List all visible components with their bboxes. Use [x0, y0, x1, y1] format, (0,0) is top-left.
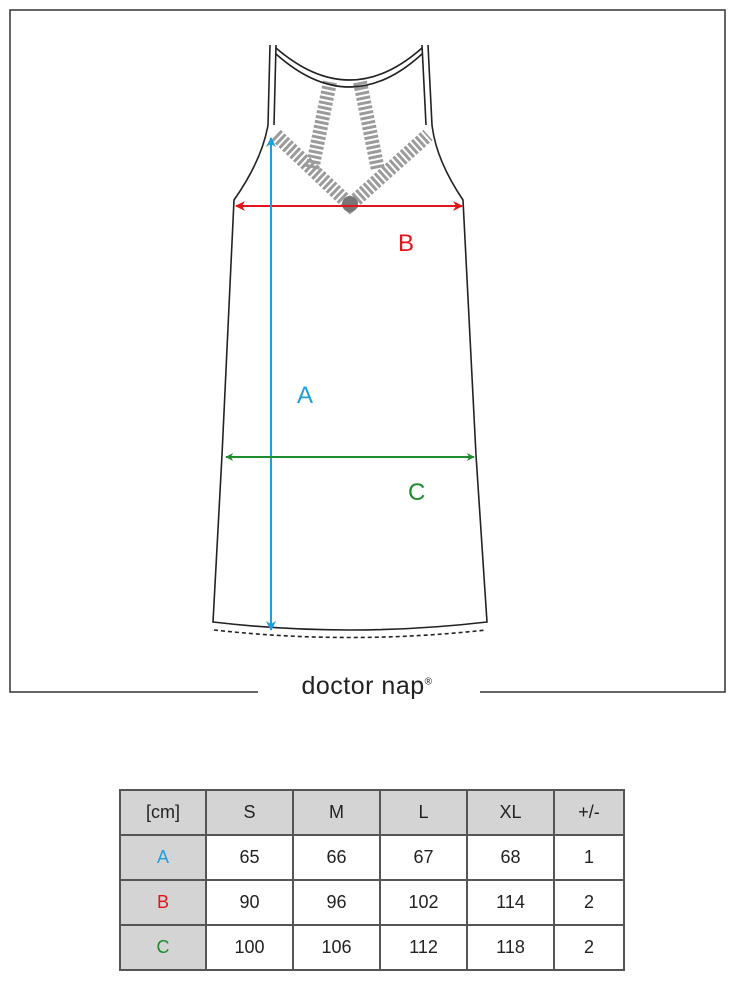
brand-mark: ®: [424, 676, 433, 688]
lace-center: [342, 196, 358, 212]
row-label: A: [119, 834, 207, 881]
table-cell: 66: [292, 834, 381, 881]
table-header-row: [cm] S M L XL +/-: [119, 789, 625, 836]
dress-outline: [212, 44, 488, 639]
table-row: B 90 96 102 114 2: [119, 879, 625, 926]
table-row: C 100 106 112 118 2: [119, 924, 625, 971]
label-b: B: [398, 230, 415, 257]
table-cell: 106: [292, 924, 381, 971]
header-unit: [cm]: [119, 789, 207, 836]
table-cell: 112: [379, 924, 468, 971]
frame-border: [9, 9, 726, 693]
table-cell: 90: [205, 879, 294, 926]
header-size: XL: [466, 789, 555, 836]
table-cell: 65: [205, 834, 294, 881]
brand-name: doctor nap: [301, 672, 425, 700]
table-row: A 65 66 67 68 1: [119, 834, 625, 881]
table-cell: 102: [379, 879, 468, 926]
table-cell: 96: [292, 879, 381, 926]
header-size: L: [379, 789, 468, 836]
header-size: M: [292, 789, 381, 836]
label-c: C: [408, 479, 426, 506]
row-label: C: [119, 924, 207, 971]
table-cell: 68: [466, 834, 555, 881]
table-cell: 114: [466, 879, 555, 926]
table-cell: 100: [205, 924, 294, 971]
header-size: S: [205, 789, 294, 836]
table-cell: 2: [553, 924, 625, 971]
table-cell: 118: [466, 924, 555, 971]
table-cell: 2: [553, 879, 625, 926]
header-tolerance: +/-: [553, 789, 625, 836]
table-cell: 67: [379, 834, 468, 881]
label-a: A: [297, 382, 314, 409]
table-cell: 1: [553, 834, 625, 881]
brand-logo: doctor nap®: [282, 672, 452, 701]
row-label: B: [119, 879, 207, 926]
size-table: [cm] S M L XL +/- A 65 66 67 68 1 B 90 9…: [119, 789, 625, 971]
lace-panel: [271, 80, 433, 215]
